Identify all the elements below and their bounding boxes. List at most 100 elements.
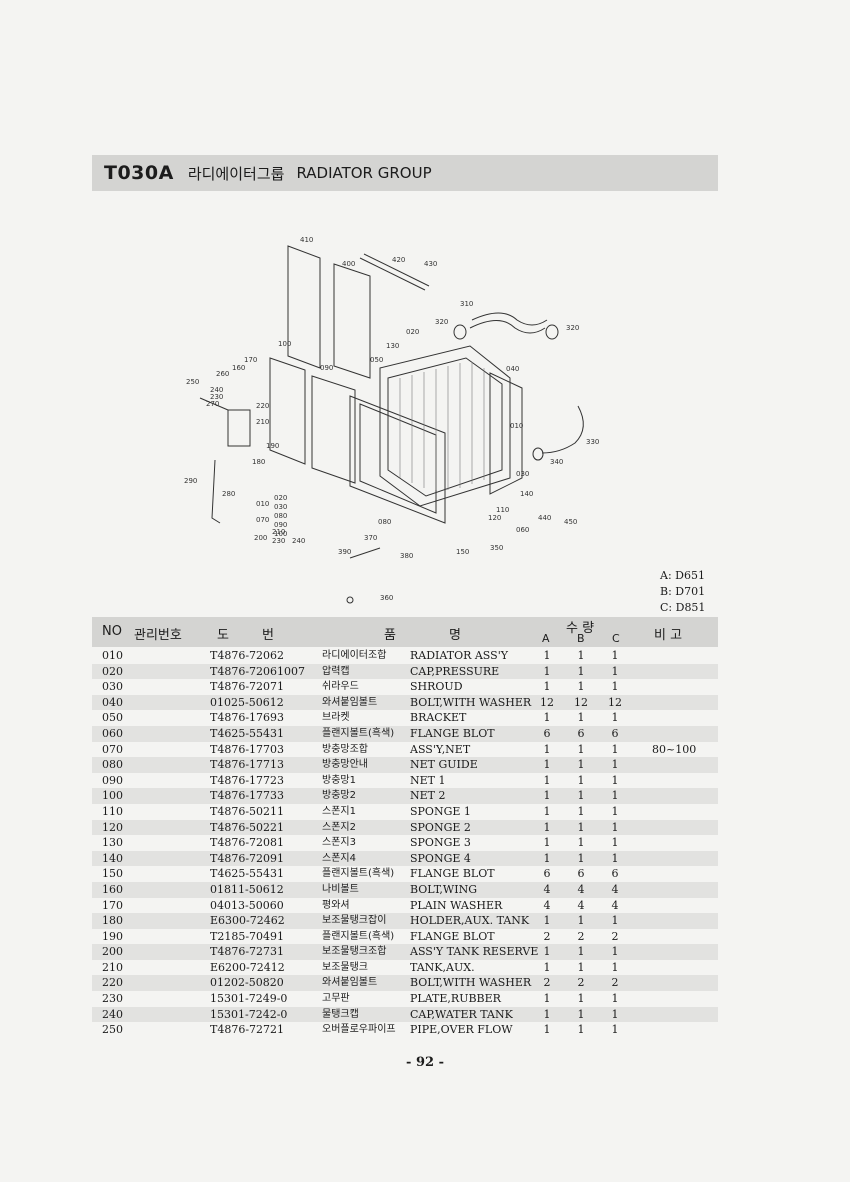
cell-no: 200 <box>102 945 123 959</box>
cell-c: 1 <box>611 992 619 1006</box>
net-panel-2 <box>333 263 371 379</box>
cell-c: 1 <box>611 773 619 787</box>
cell-en: NET 1 <box>410 773 446 787</box>
cell-b: 6 <box>577 726 585 740</box>
cell-b: 1 <box>577 742 585 756</box>
cell-ko: 보조물탱크 <box>322 961 368 973</box>
cell-b: 12 <box>574 695 588 709</box>
cell-part: T4876-72061007 <box>210 664 306 678</box>
cell-c: 12 <box>608 695 622 709</box>
callout-410: 410 <box>300 236 313 244</box>
header-part-a: 도 <box>217 628 229 643</box>
shroud <box>489 372 523 495</box>
cell-b: 2 <box>577 976 585 990</box>
cell-ko: 방충망안내 <box>322 759 368 771</box>
cell-b: 1 <box>577 649 585 662</box>
callout-220: 220 <box>256 402 269 410</box>
cell-en: SHROUD <box>410 680 463 694</box>
cell-no: 250 <box>102 1023 123 1037</box>
parts-table-header: NO 관리번호 도 번 품 명 수 량 A B C 비 고 <box>92 617 718 647</box>
group-title-english: RADIATOR GROUP <box>296 164 432 182</box>
cell-no: 190 <box>102 929 123 943</box>
cell-no: 240 <box>102 1007 123 1021</box>
cell-c: 4 <box>611 882 619 896</box>
callout-180: 180 <box>252 458 265 466</box>
page-number: - 92 - <box>406 1055 444 1070</box>
cell-a: 2 <box>543 929 551 943</box>
legend-b: B: D701 <box>660 585 706 598</box>
cell-part: 01202-50820 <box>210 976 284 990</box>
cell-a: 6 <box>543 726 551 740</box>
cell-en: HOLDER,AUX. TANK <box>410 914 530 928</box>
radiator-core-inner <box>387 357 503 497</box>
cell-part: T4876-17703 <box>210 742 285 756</box>
cell-part: T4876-17733 <box>210 789 285 803</box>
cell-c: 1 <box>611 711 619 725</box>
cell-a: 1 <box>543 992 551 1006</box>
cell-b: 6 <box>577 867 585 881</box>
cell-no: 110 <box>102 804 123 818</box>
rod <box>349 547 381 559</box>
cell-en: BOLT,WING <box>410 882 477 896</box>
cell-part: T4625-55431 <box>210 867 285 881</box>
cell-ko: 압력캡 <box>322 665 350 677</box>
cell-c: 1 <box>611 664 619 678</box>
cell-no: 170 <box>102 898 123 912</box>
exploded-parts-diagram: 410 400 420 430 310 320 320 020 130 050 … <box>184 236 599 604</box>
radiator-fins <box>399 362 485 490</box>
cell-a: 12 <box>540 695 554 709</box>
cell-en: ASS'Y,NET <box>410 742 471 756</box>
cell-part: T4876-72731 <box>210 945 285 959</box>
cell-no: 140 <box>102 851 123 865</box>
cell-part: T2185-70491 <box>210 929 285 943</box>
callout-130: 130 <box>386 342 399 350</box>
overflow-pipe <box>211 459 221 524</box>
net-panel-1 <box>287 245 321 369</box>
cell-no: 210 <box>102 960 123 974</box>
cell-en: PLATE,RUBBER <box>410 992 501 1006</box>
cell-en: BOLT,WITH WASHER <box>410 976 532 990</box>
header-mgmt-no: 관리번호 <box>134 628 182 643</box>
callout-060: 060 <box>516 526 529 534</box>
callout-320a: 320 <box>435 318 448 326</box>
callout-280: 280 <box>222 490 235 498</box>
cell-no: 180 <box>102 914 123 928</box>
cell-part: 15301-7242-0 <box>210 1007 288 1021</box>
cell-en: SPONGE 3 <box>410 836 471 850</box>
callout-040: 040 <box>506 365 519 373</box>
cell-part: T4876-17723 <box>210 773 285 787</box>
header-qty: 수 량 <box>566 621 595 636</box>
cell-part: T4876-72091 <box>210 851 285 865</box>
net-guide-frame <box>349 395 446 524</box>
cell-ko: 브라켓 <box>322 712 350 724</box>
cell-c: 1 <box>611 649 619 662</box>
callout-290: 290 <box>184 477 197 485</box>
cell-b: 1 <box>577 820 585 834</box>
cell-en: SPONGE 2 <box>410 820 471 834</box>
callout-070: 070 <box>256 516 269 524</box>
callout-200: 200 <box>254 534 267 542</box>
cell-part: T4876-17713 <box>210 758 285 772</box>
cell-c: 1 <box>611 851 619 865</box>
cell-a: 6 <box>543 867 551 881</box>
cell-b: 1 <box>577 960 585 974</box>
header-part-b: 번 <box>262 628 274 643</box>
cell-no: 030 <box>102 680 123 694</box>
callout-240b: 240 <box>292 537 305 545</box>
cell-part: T4876-72721 <box>210 1023 285 1037</box>
cell-c: 4 <box>611 898 619 912</box>
callout-110: 110 <box>496 506 509 514</box>
callout-320b: 320 <box>566 324 579 332</box>
cell-a: 1 <box>543 649 551 662</box>
callout-390: 390 <box>338 548 351 556</box>
cell-a: 1 <box>543 1007 551 1021</box>
